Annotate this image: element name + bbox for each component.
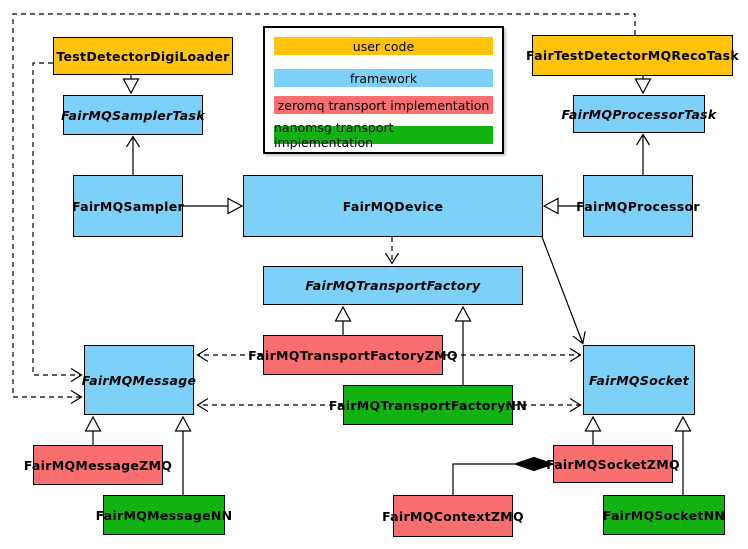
legend-item-nanomsg: nanomsg transport implementation xyxy=(274,120,493,150)
legend-label: nanomsg transport implementation xyxy=(274,120,394,150)
legend-label: framework xyxy=(349,70,418,86)
class-label: FairMQDevice xyxy=(342,198,444,214)
class-label: FairMQSocketZMQ xyxy=(546,456,680,472)
class-box-fairmqsampler: FairMQSampler xyxy=(72,175,184,237)
class-box-fairmqtransportfactory: FairMQTransportFactory xyxy=(263,266,523,305)
class-box-fairmqmessage: FairMQMessage xyxy=(81,345,197,415)
class-box-fairmqprocessor: FairMQProcessor xyxy=(576,175,700,237)
class-label: FairMQSampler xyxy=(72,198,184,214)
legend-label: user code xyxy=(352,38,415,54)
class-label: FairMQSocketNN xyxy=(602,507,726,523)
class-label: FairMQProcessor xyxy=(576,198,700,214)
class-label: FairMQSamplerTask xyxy=(61,107,205,123)
class-label: TestDetectorDigiLoader xyxy=(56,48,230,64)
class-box-testdetectordigiloader: TestDetectorDigiLoader xyxy=(53,37,233,75)
class-box-fairmqsamplertask: FairMQSamplerTask xyxy=(61,95,205,135)
class-label: FairMQTransportFactoryNN xyxy=(328,397,528,413)
legend-item-zeromq: zeromq transport implementation xyxy=(274,96,493,114)
class-label: FairMQMessageNN xyxy=(95,507,233,523)
class-box-fairmqsocketnn: FairMQSocketNN xyxy=(603,495,725,535)
class-box-fairmqtransportfactorynn: FairMQTransportFactoryNN xyxy=(329,385,527,425)
class-label: FairMQSocket xyxy=(589,372,689,388)
class-box-fairmqtransportfactoryzmq: FairMQTransportFactoryZMQ xyxy=(248,335,458,375)
class-box-fairmqdevice: FairMQDevice xyxy=(243,175,543,237)
class-label: FairMQContextZMQ xyxy=(382,508,524,524)
edge-contextzmq-socketzmq xyxy=(452,463,515,495)
class-label: FairMQTransportFactory xyxy=(305,278,481,293)
class-box-fairtestdetectormqrecotask: FairTestDetectorMQRecoTask xyxy=(526,35,739,76)
class-box-fairmqcontextzmq: FairMQContextZMQ xyxy=(382,495,524,537)
class-box-fairmqsocketzmq: FairMQSocketZMQ xyxy=(546,445,680,483)
class-box-fairmqmessagezmq: FairMQMessageZMQ xyxy=(24,445,172,485)
class-label: FairMQTransportFactoryZMQ xyxy=(248,347,458,363)
class-box-fairmqmessagenn: FairMQMessageNN xyxy=(96,495,232,535)
class-label: FairMQMessageZMQ xyxy=(23,457,173,473)
edge-device-socket xyxy=(541,236,586,345)
legend: user code framework zeromq transport imp… xyxy=(263,26,504,154)
legend-item-framework: framework xyxy=(274,69,493,87)
class-label: FairMQMessage xyxy=(81,372,197,388)
legend-label: zeromq transport implementation xyxy=(277,97,490,113)
class-label: FairMQProcessorTask xyxy=(561,106,717,122)
legend-item-user-code: user code xyxy=(274,37,493,55)
class-box-fairmqsocket: FairMQSocket xyxy=(583,345,695,415)
class-box-fairmqprocessortask: FairMQProcessorTask xyxy=(561,95,716,133)
class-label: FairTestDetectorMQRecoTask xyxy=(526,48,739,63)
